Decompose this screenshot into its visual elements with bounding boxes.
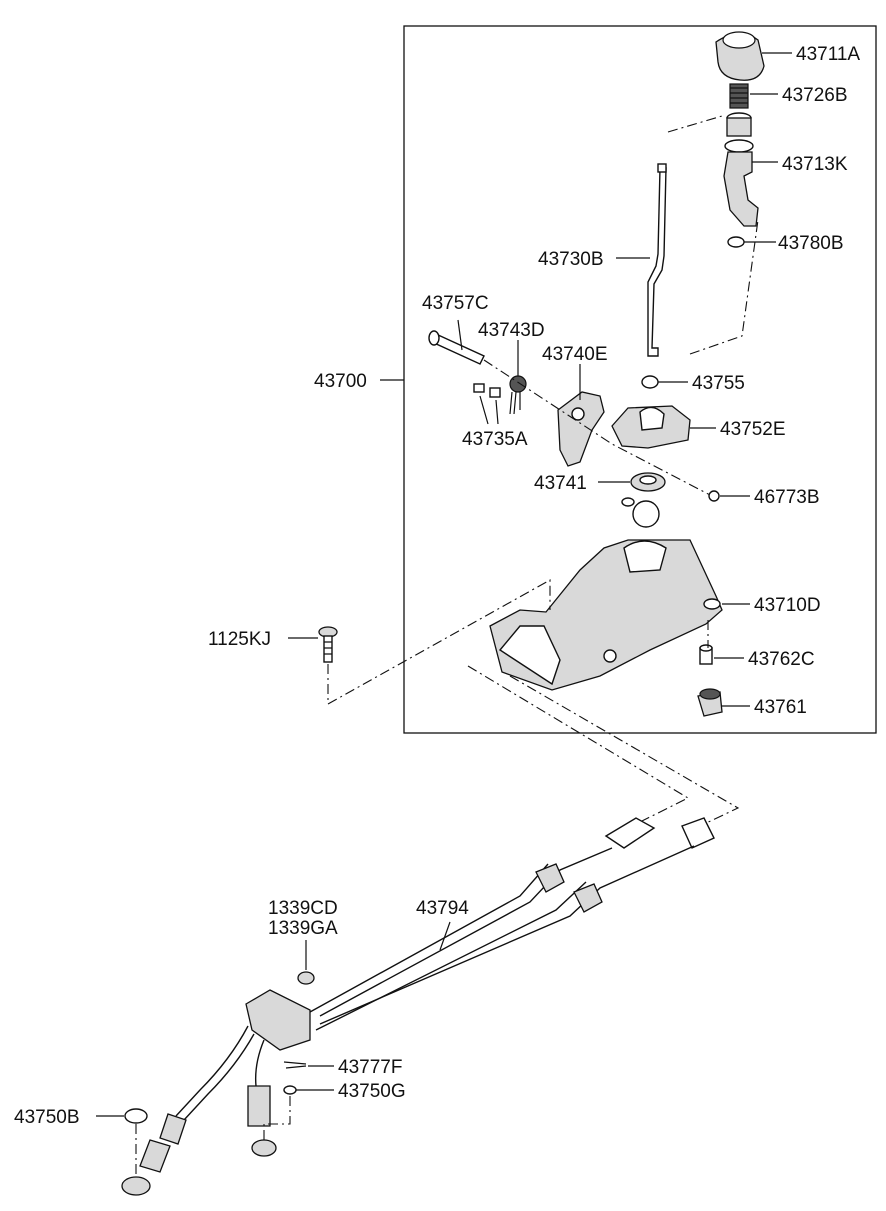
washer-43750g-part[interactable]: [283, 1085, 297, 1095]
label-43740e: 43740E: [542, 344, 608, 365]
label-43726b: 43726B: [782, 85, 848, 106]
bushing-43780b-part[interactable]: [727, 236, 745, 248]
lever-boot-part[interactable]: [723, 112, 759, 227]
bushing-pair-part[interactable]: [473, 383, 501, 398]
clip-43777f-part[interactable]: [283, 1061, 307, 1069]
label-43777f: 43777F: [338, 1057, 402, 1078]
cable-end-bushing-right[interactable]: [251, 1139, 277, 1157]
label-1339ga: 1339GA: [268, 918, 338, 939]
label-46773b: 46773B: [754, 487, 820, 508]
label-43741: 43741: [534, 473, 587, 494]
retainer-part[interactable]: [630, 472, 666, 492]
pivot-ball-part[interactable]: [621, 497, 660, 528]
label-43780b: 43780B: [778, 233, 844, 254]
label-43730b: 43730B: [538, 249, 604, 270]
label-43752e: 43752E: [720, 419, 786, 440]
label-43710d: 43710D: [754, 595, 821, 616]
label-43762c: 43762C: [748, 649, 815, 670]
washer-43750b-part[interactable]: [124, 1108, 148, 1124]
shift-base-housing-part[interactable]: [489, 539, 723, 691]
label-43757c: 43757C: [422, 293, 489, 314]
label-43750b: 43750B: [14, 1107, 80, 1128]
selector-plate-part[interactable]: [557, 391, 605, 467]
label-1125kj: 1125KJ: [208, 629, 271, 650]
lever-housing-part[interactable]: [611, 405, 691, 449]
label-43711a: 43711A: [796, 44, 860, 65]
shift-knob-part[interactable]: [715, 31, 765, 81]
bushing-43755-part[interactable]: [641, 375, 659, 389]
label-1339cd: 1339CD: [268, 898, 338, 919]
label-43743d: 43743D: [478, 320, 545, 341]
shift-cable-part[interactable]: [139, 817, 715, 1173]
spring-part[interactable]: [729, 83, 749, 109]
label-43750g: 43750G: [338, 1081, 406, 1102]
pivot-pin-part[interactable]: [428, 330, 485, 365]
snap-ring-part[interactable]: [708, 490, 720, 502]
label-43755: 43755: [692, 373, 745, 394]
cable-end-bushing-left[interactable]: [121, 1176, 151, 1196]
label-43700: 43700: [314, 371, 367, 392]
bolt-1125kj-part[interactable]: [318, 626, 338, 663]
label-43735a: 43735A: [462, 429, 528, 450]
label-43794: 43794: [416, 898, 469, 919]
label-43713k: 43713K: [782, 154, 848, 175]
grommet-1339-part[interactable]: [297, 971, 315, 985]
label-43761: 43761: [754, 697, 807, 718]
leader-lines: [96, 52, 792, 1117]
bushing-43762c-part[interactable]: [699, 644, 713, 665]
shift-rod-part[interactable]: [647, 163, 667, 357]
nut-43761-part[interactable]: [697, 688, 723, 717]
